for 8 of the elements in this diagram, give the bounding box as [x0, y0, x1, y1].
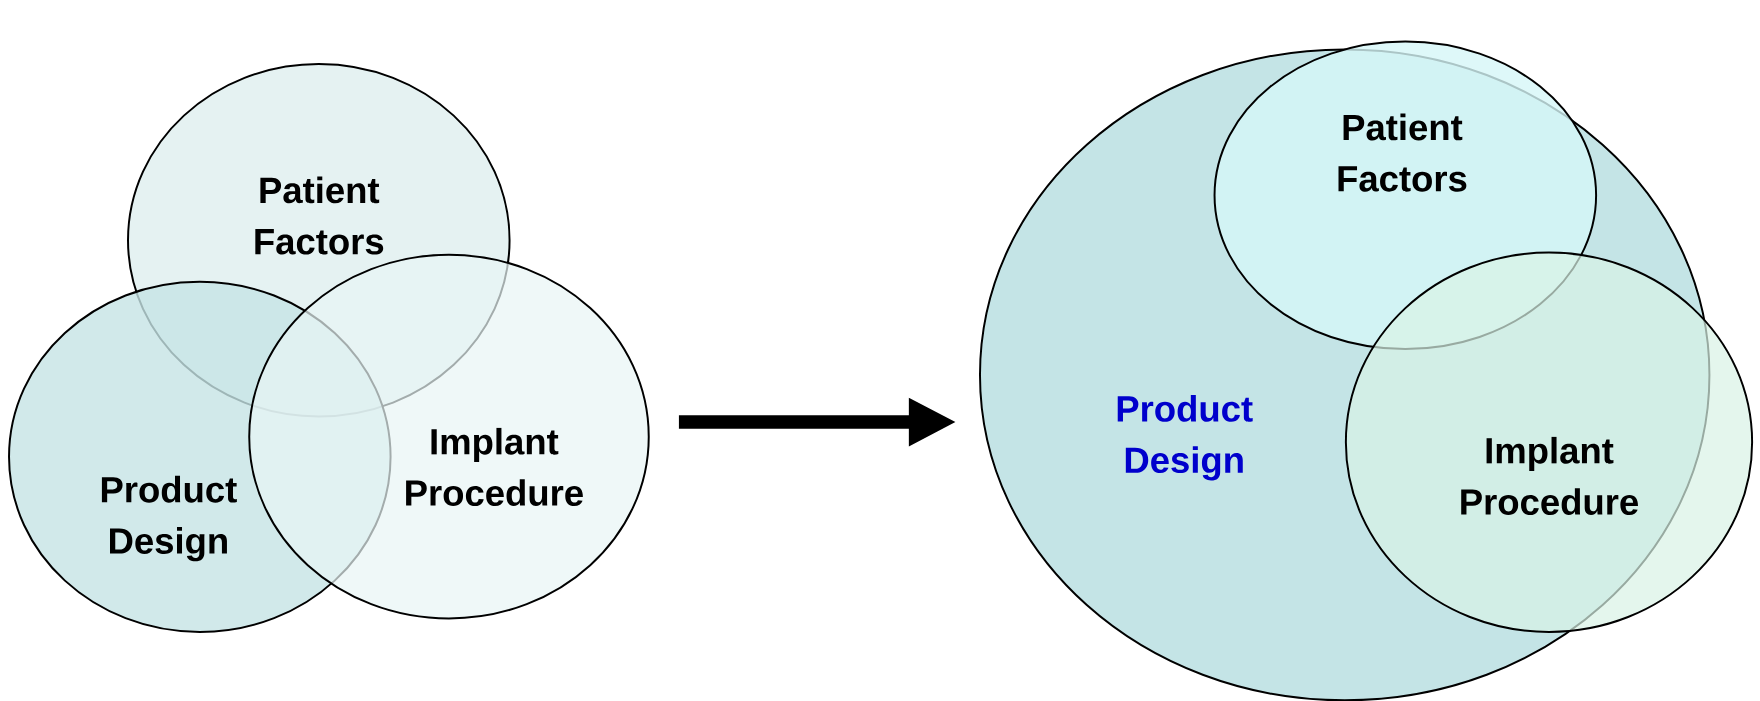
- ellipse-label: Patient Factors: [1338, 113, 1467, 192]
- ellipse: [248, 253, 650, 620]
- ellipse: [1344, 251, 1754, 633]
- ellipse-label: Product Design: [1117, 395, 1253, 481]
- ellipse-label: Product Design: [101, 475, 237, 562]
- ellipse-label: Patient Factors: [255, 176, 384, 255]
- ellipse-label: Implant Procedure: [406, 427, 583, 506]
- ellipse-label: Implant Procedure: [1461, 436, 1638, 515]
